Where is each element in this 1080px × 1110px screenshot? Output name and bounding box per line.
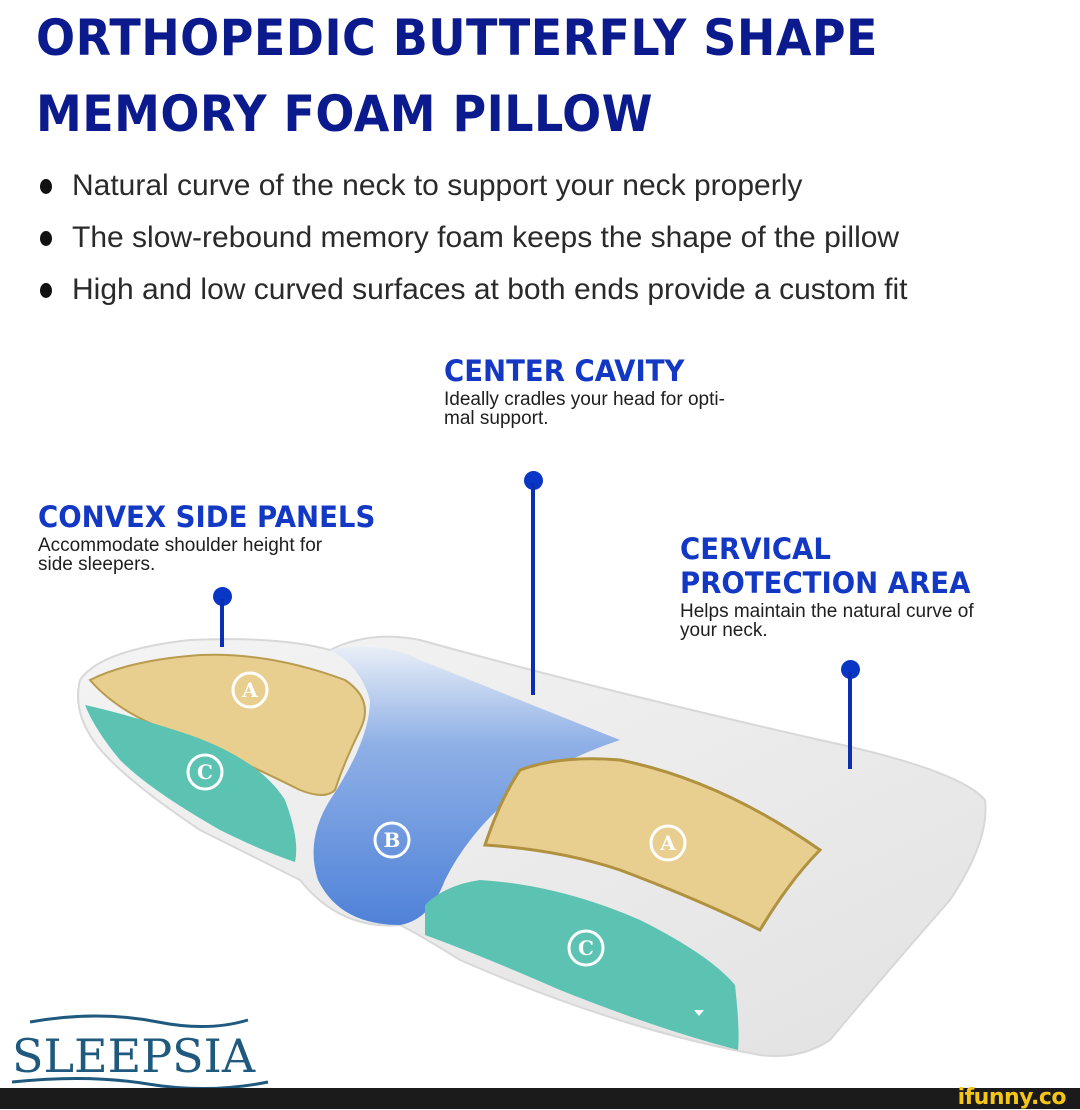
title-line-1: ORTHOPEDIC BUTTERFLY SHAPE xyxy=(36,9,878,67)
pin-head-icon xyxy=(524,471,543,490)
title-line-2: MEMORY FOAM PILLOW xyxy=(36,85,653,143)
label-c-left: C xyxy=(197,760,213,784)
bullet-icon xyxy=(40,179,52,194)
feature-list: Natural curve of the neck to support you… xyxy=(38,160,907,316)
sleepsia-logo: SLEEPSIA xyxy=(11,1014,269,1091)
callout-title: CENTER CAVITY xyxy=(444,354,685,388)
label-c-right: C xyxy=(578,936,594,960)
bullet-icon xyxy=(40,231,52,246)
callout-convex-side-panels: CONVEX SIDE PANELS Accommodate shoulder … xyxy=(38,500,393,574)
label-a-right: A xyxy=(659,831,676,855)
ifunny-watermark: ifunny.co xyxy=(957,1085,1067,1110)
callout-text: Ideally cradles your head for opti-mal s… xyxy=(444,389,725,429)
small-arrow-icon xyxy=(694,1010,704,1016)
feature-item: Natural curve of the neck to support you… xyxy=(38,160,907,212)
svg-text:SLEEPSIA: SLEEPSIA xyxy=(12,1029,256,1083)
callout-title: CONVEX SIDE PANELS xyxy=(38,500,376,534)
feature-item: High and low curved surfaces at both end… xyxy=(38,264,907,316)
page-title: ORTHOPEDIC BUTTERFLY SHAPE MEMORY FOAM P… xyxy=(36,0,878,152)
feature-item: The slow-rebound memory foam keeps the s… xyxy=(38,212,907,264)
bullet-icon xyxy=(40,283,52,298)
pin-head-icon xyxy=(213,587,232,606)
watermark-bar xyxy=(0,1088,1080,1109)
label-a-left: A xyxy=(241,678,258,702)
pillow-illustration: A C B A C xyxy=(77,635,987,1057)
pin-head-icon xyxy=(841,660,860,679)
callout-center-cavity: CENTER CAVITY Ideally cradles your head … xyxy=(444,354,725,428)
label-b-center: B xyxy=(384,828,401,852)
